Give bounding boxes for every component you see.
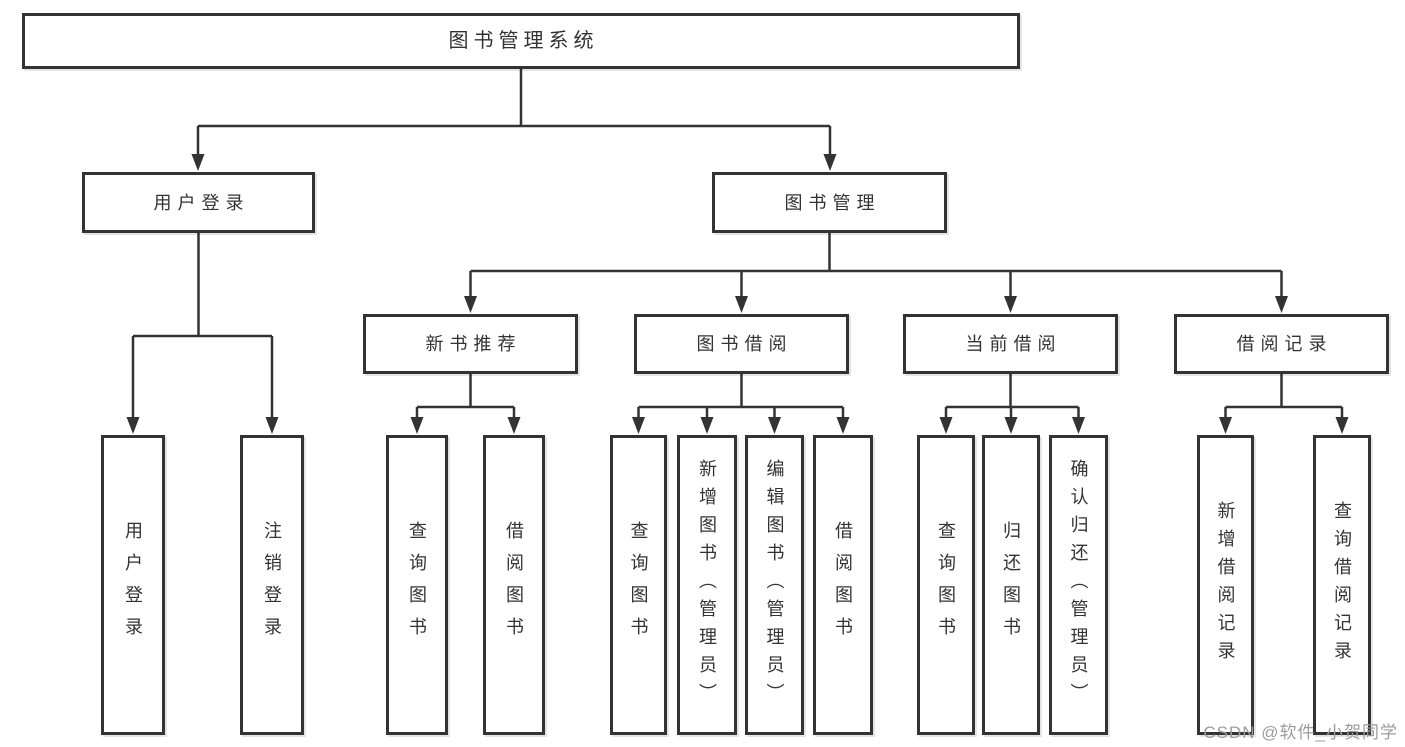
arrowhead [126,417,140,434]
leaf-user-login-label: 用户登录 [123,521,143,649]
leaf-newbook-query-books: 查询图书 [386,435,448,735]
leaf-query-borrow-record-label: 查询借阅记录 [1332,501,1352,669]
connector-bookmgmt-to-level3 [469,232,1283,300]
leaf-return-books: 归还图书 [982,435,1040,735]
node-book-borrow: 图书借阅 [634,314,849,374]
arrowhead [1004,417,1018,434]
arrowhead [700,417,714,434]
node-user-login: 用户登录 [82,172,315,233]
leaf-edit-books-admin-label: 编辑图书（管理员） [764,459,785,711]
arrowhead [191,154,205,171]
leaf-newbook-borrow-books: 借阅图书 [483,435,545,735]
arrowhead [265,417,279,434]
arrowhead [1275,296,1288,313]
connector-userlogin-to-leaves [131,233,274,421]
csdn-watermark: CSDN @软件_小贺同学 [1203,723,1398,742]
node-book-management: 图书管理 [712,172,947,233]
leaf-add-borrow-record: 新增借阅记录 [1197,435,1254,735]
arrowhead [1004,296,1017,313]
leaf-add-books-admin: 新增图书（管理员） [677,435,737,735]
leaf-current-query-books: 查询图书 [917,435,975,735]
arrowhead [1219,417,1232,434]
leaf-logout-label: 注销登录 [262,521,282,649]
leaf-return-books-label: 归还图书 [1001,521,1021,649]
leaf-borrow-books-label: 借阅图书 [833,521,853,649]
leaf-current-query-books-label: 查询图书 [936,521,956,649]
leaf-newbook-query-books-label: 查询图书 [407,521,427,649]
connector-borrowrecord-to-leaves [1224,374,1344,421]
leaf-user-login: 用户登录 [101,435,165,735]
connector-root-to-level2 [196,69,832,158]
leaf-newbook-borrow-books-label: 借阅图书 [504,521,524,649]
leaf-confirm-return-admin-label: 确认归还（管理员） [1068,459,1089,711]
arrowhead [768,417,781,434]
arrowhead [836,417,850,434]
leaf-borrow-query-books-label: 查询图书 [628,521,649,649]
leaf-query-borrow-record: 查询借阅记录 [1313,435,1371,735]
arrowhead [410,417,424,434]
arrowhead [464,296,477,313]
arrowheads [126,154,1349,434]
node-book-management-label: 图书管理 [784,192,881,213]
node-root-label: 图书管理系统 [448,30,599,52]
node-borrow-record-label: 借阅记录 [1236,334,1333,354]
leaf-confirm-return-admin: 确认归还（管理员） [1049,435,1108,735]
arrowhead [507,417,521,434]
arrowhead [823,154,837,171]
node-user-login-label: 用户登录 [153,192,250,213]
leaf-logout: 注销登录 [240,435,304,735]
leaf-borrow-books: 借阅图书 [813,435,873,735]
leaf-edit-books-admin: 编辑图书（管理员） [745,435,804,735]
connector-bookborrow-to-leaves [637,374,845,421]
node-root: 图书管理系统 [22,13,1020,69]
leaf-add-borrow-record-label: 新增借阅记录 [1215,501,1236,669]
arrowhead [1072,417,1085,434]
connector-currentborrow-to-leaves [944,374,1080,421]
arrowhead [1335,417,1349,434]
node-book-borrow-label: 图书借阅 [696,334,793,354]
leaf-borrow-query-books: 查询图书 [610,435,667,735]
arrowhead [735,296,748,313]
node-new-book-recommend-label: 新书推荐 [425,334,522,354]
arrowhead [632,417,645,434]
node-current-borrow: 当前借阅 [903,314,1118,374]
node-borrow-record: 借阅记录 [1174,314,1389,374]
arrowhead [939,417,953,434]
node-current-borrow-label: 当前借阅 [965,334,1062,354]
connector-newbook-to-leaves [415,374,516,421]
node-new-book-recommend: 新书推荐 [363,314,578,374]
leaf-add-books-admin-label: 新增图书（管理员） [697,459,717,711]
